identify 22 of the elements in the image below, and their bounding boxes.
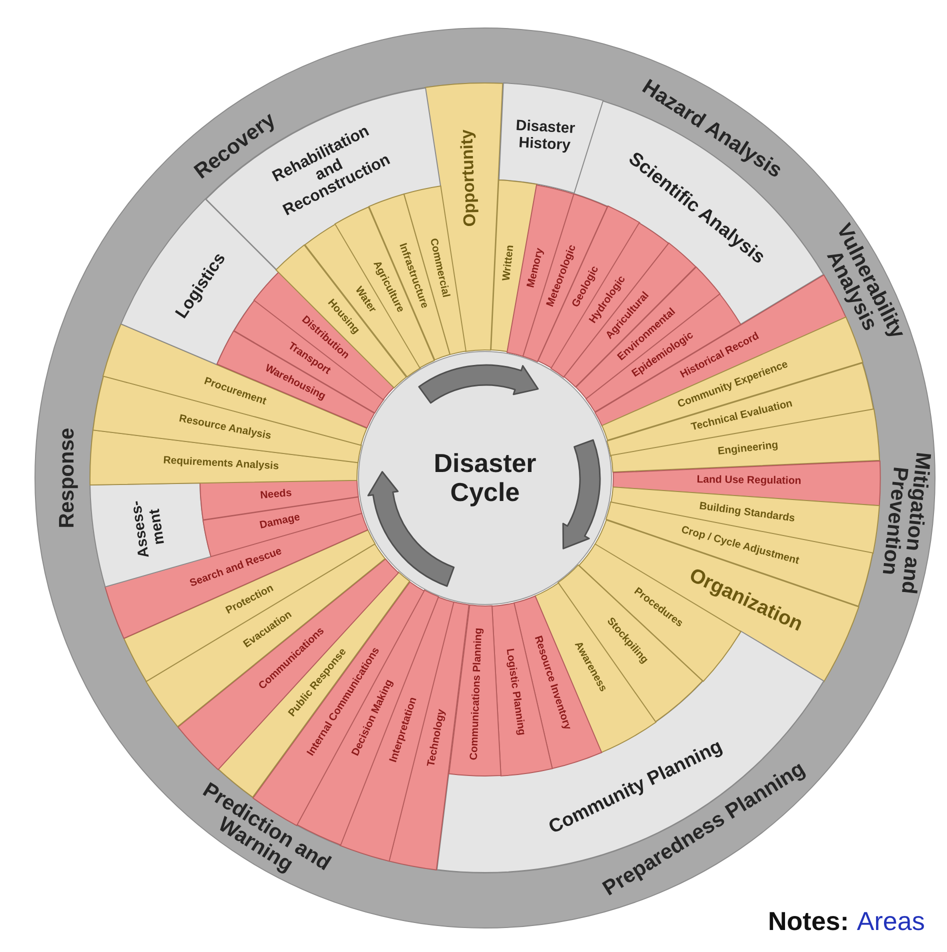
- category-band: [120, 198, 280, 366]
- note-heading: Notes:: [768, 906, 849, 937]
- category-label: Disaster History: [514, 118, 577, 155]
- sector-label: Memory: [526, 247, 546, 290]
- hub-title: Disaster Cycle: [432, 449, 538, 507]
- sector-label: Resource Analysis: [178, 412, 272, 442]
- sector-label: Logistic Planning: [503, 648, 527, 736]
- phase-label: Response: [56, 428, 78, 528]
- sector-label: Requirements Analysis: [162, 455, 279, 473]
- category-label: Assess- ment: [128, 498, 168, 562]
- sector-label: Communications Planning: [469, 627, 486, 760]
- sector-label: Engineering: [717, 440, 779, 458]
- note-text: Areas: [856, 906, 925, 937]
- sector-label: Needs: [260, 488, 292, 502]
- sector-wedge: [448, 604, 502, 777]
- sector-label: Damage: [259, 512, 302, 532]
- sector-label: Written: [500, 244, 516, 282]
- sector-label: Land Use Regulation: [697, 475, 802, 488]
- category-band: [498, 82, 604, 195]
- sector-label: Building Standards: [698, 500, 796, 525]
- sector-label: Opportunity: [458, 130, 480, 228]
- phase-label: Mitigation and Prevention: [876, 450, 935, 598]
